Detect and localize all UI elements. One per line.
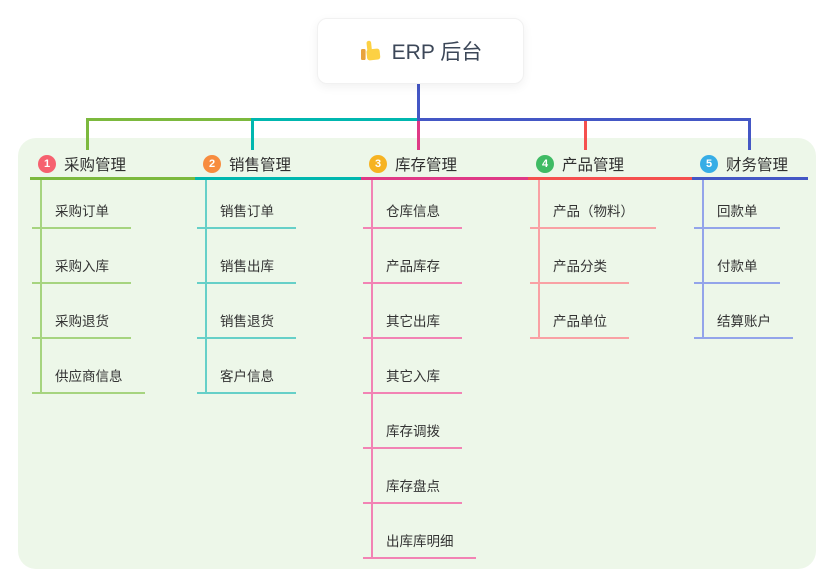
bus-segment-1: [86, 118, 251, 121]
sub-node[interactable]: 客户信息: [197, 365, 296, 394]
branch-node-label: 产品管理: [562, 156, 625, 174]
sub-node-row: 库存盘点: [363, 449, 528, 504]
branch-node-1[interactable]: 1 采购管理: [30, 150, 196, 180]
sub-node[interactable]: 结算账户: [694, 310, 793, 339]
sub-node-row: 付款单: [694, 229, 808, 284]
sub-node[interactable]: 回款单: [694, 200, 780, 229]
bus-segment-3: [417, 118, 751, 121]
bus-segment-2: [251, 118, 417, 121]
branch-drop-line-2: [251, 121, 254, 150]
branch-children-2: 销售订单销售出库销售退货客户信息: [197, 174, 362, 394]
background-panel: [18, 138, 816, 569]
branch-children-1: 采购订单采购入库采购退货供应商信息: [32, 174, 196, 394]
sub-node-row: 销售退货: [197, 284, 362, 339]
root-connector-line: [417, 82, 420, 118]
sub-node[interactable]: 其它出库: [363, 310, 462, 339]
branch-badge-3: 3: [369, 154, 387, 173]
root-node-label: ERP 后台: [391, 41, 483, 64]
branch-node-label: 采购管理: [64, 156, 127, 174]
sub-node-row: 销售订单: [197, 174, 362, 229]
branch-children-5: 回款单付款单结算账户: [694, 174, 808, 339]
sub-node[interactable]: 销售出库: [197, 255, 296, 284]
branch-badge-5: 5: [700, 154, 718, 173]
sub-node-row: 库存调拨: [363, 394, 528, 449]
sub-node[interactable]: 销售订单: [197, 200, 296, 229]
sub-node[interactable]: 出库库明细: [363, 530, 476, 559]
sub-node[interactable]: 仓库信息: [363, 200, 462, 229]
sub-node-row: 客户信息: [197, 339, 362, 394]
branch-vertical-line-3: [371, 180, 373, 559]
sub-node[interactable]: 产品（物料）: [530, 200, 656, 229]
sub-node[interactable]: 产品单位: [530, 310, 629, 339]
sub-node[interactable]: 其它入库: [363, 365, 462, 394]
branch-vertical-line-2: [205, 180, 207, 394]
branch-vertical-line-5: [702, 180, 704, 339]
branch-badge-2: 2: [203, 154, 221, 173]
branch-node-5[interactable]: 5 财务管理: [692, 150, 808, 180]
sub-node-row: 采购订单: [32, 174, 196, 229]
sub-node[interactable]: 采购退货: [32, 310, 131, 339]
sub-node[interactable]: 产品库存: [363, 255, 462, 284]
sub-node[interactable]: 销售退货: [197, 310, 296, 339]
sub-node-row: 产品库存: [363, 229, 528, 284]
branch-drop-line-3: [417, 121, 420, 150]
sub-node-row: 销售出库: [197, 229, 362, 284]
sub-node[interactable]: 供应商信息: [32, 365, 145, 394]
branch-node-4[interactable]: 4 产品管理: [528, 150, 694, 180]
sub-node-row: 仓库信息: [363, 174, 528, 229]
sub-node-row: 产品单位: [530, 284, 694, 339]
sub-node-row: 出库库明细: [363, 504, 528, 559]
branch-vertical-line-4: [538, 180, 540, 339]
branch-node-2[interactable]: 2 销售管理: [195, 150, 362, 180]
branch-children-3: 仓库信息产品库存其它出库其它入库库存调拨库存盘点出库库明细: [363, 174, 528, 559]
branch-drop-line-5: [748, 121, 751, 150]
branch-badge-1: 1: [38, 154, 56, 173]
sub-node[interactable]: 采购订单: [32, 200, 131, 229]
sub-node[interactable]: 库存盘点: [363, 475, 462, 504]
sub-node[interactable]: 采购入库: [32, 255, 131, 284]
branch-node-label: 销售管理: [229, 156, 292, 174]
root-node[interactable]: ERP 后台: [317, 18, 524, 84]
sub-node-row: 其它出库: [363, 284, 528, 339]
branch-drop-line-1: [86, 121, 89, 150]
branch-children-4: 产品（物料） 产品分类产品单位: [530, 174, 694, 339]
sub-node[interactable]: 产品分类: [530, 255, 629, 284]
branch-drop-line-4: [584, 121, 587, 150]
sub-node-row: 供应商信息: [32, 339, 196, 394]
sub-node-row: 采购退货: [32, 284, 196, 339]
sub-node-row: 产品（物料）: [530, 174, 694, 229]
branch-node-label: 财务管理: [726, 156, 789, 174]
sub-node[interactable]: 付款单: [694, 255, 780, 284]
branch-vertical-line-1: [40, 180, 42, 394]
branch-node-3[interactable]: 3 库存管理: [361, 150, 528, 180]
sub-node-row: 结算账户: [694, 284, 808, 339]
sub-node-row: 其它入库: [363, 339, 528, 394]
branch-badge-4: 4: [536, 154, 554, 173]
sub-node-row: 采购入库: [32, 229, 196, 284]
branch-node-label: 库存管理: [395, 156, 458, 174]
sub-node-row: 产品分类: [530, 229, 694, 284]
sub-node[interactable]: 库存调拨: [363, 420, 462, 449]
sub-node-row: 回款单: [694, 174, 808, 229]
thumbs-up-icon: [360, 40, 380, 61]
